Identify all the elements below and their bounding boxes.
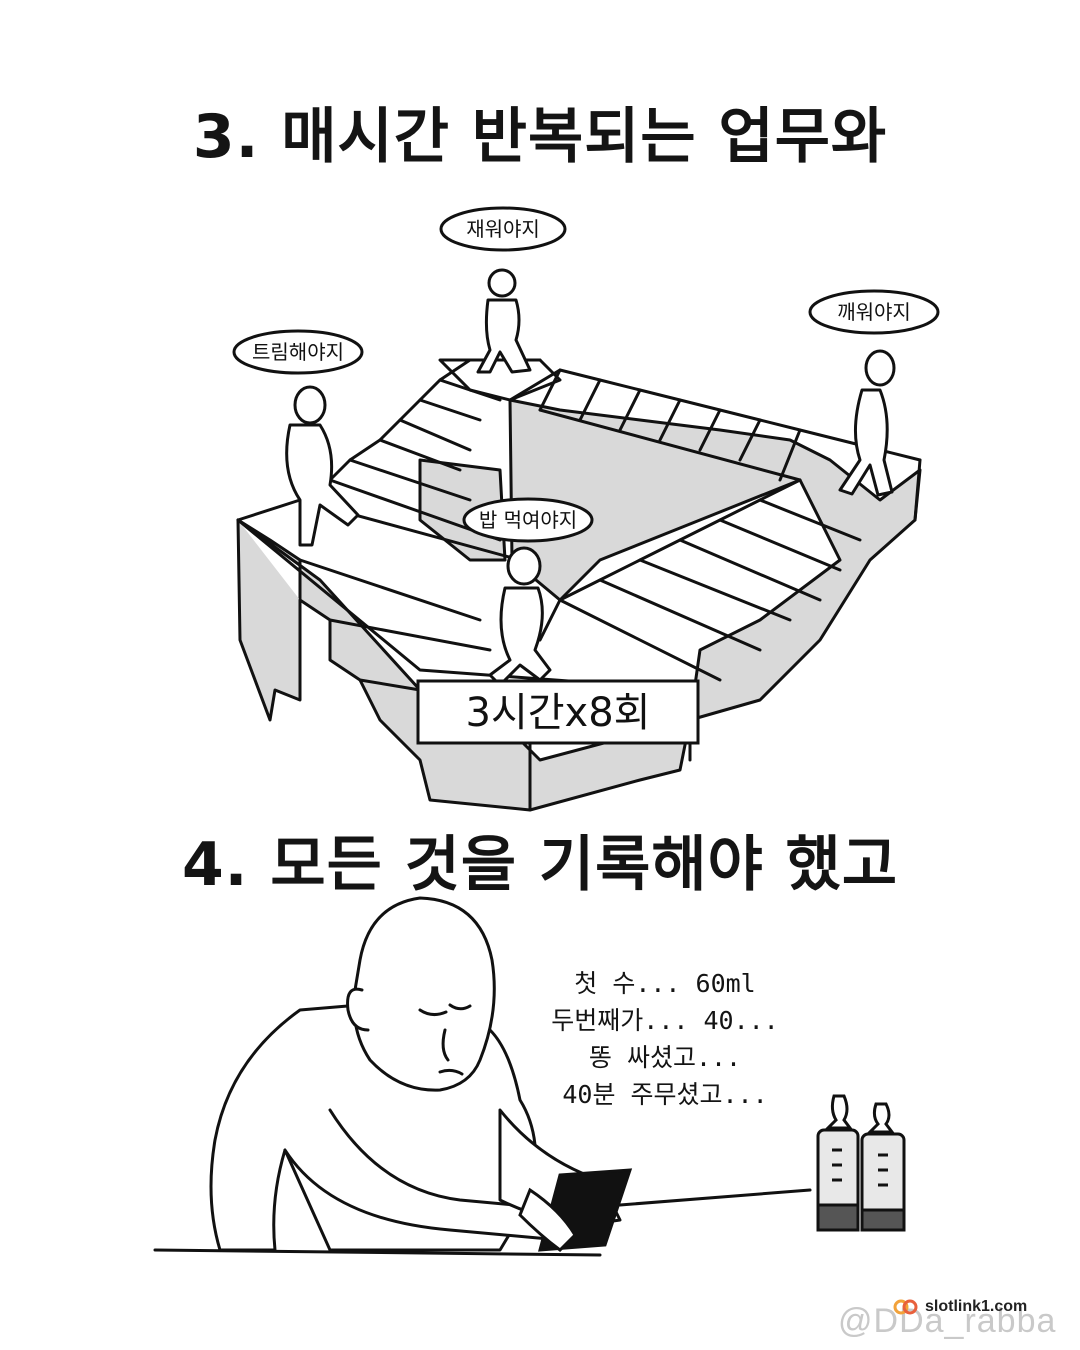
bubble-left [232, 329, 364, 375]
parent-logging-illustration [153, 896, 906, 1257]
bubble-center-text: 밥 먹여야지 [479, 508, 577, 532]
log-line-3: 똥 싸셨고... [588, 1043, 742, 1072]
walking-figures [285, 268, 896, 687]
site-link-label: slotlink1.com [925, 1298, 1028, 1315]
parent-mumbling-text: 첫 수... 60ml 두번째가... 40... 똥 싸셨고... 40분 주… [520, 965, 810, 1113]
author-watermark: @DDa_rabba [838, 1302, 1057, 1340]
baby-bottles [816, 1094, 906, 1232]
bubble-top-text: 재워야지 [466, 217, 540, 241]
log-line-4: 40분 주무셨고... [562, 1080, 768, 1109]
bubble-right-text: 깨워야지 [837, 300, 911, 324]
log-line-2: 두번째가... 40... [551, 1006, 779, 1035]
bubble-left-text: 트림해야지 [252, 340, 344, 364]
bubble-right [808, 289, 940, 335]
site-logo-icon [893, 1298, 919, 1316]
panel2-heading: 4. 모든 것을 기록해야 했고 [181, 830, 899, 900]
bubble-center [462, 497, 594, 543]
panel1-heading: 3. 매시간 반복되는 업무와 [192, 102, 888, 172]
site-link[interactable]: slotlink1.com [893, 1298, 1027, 1316]
endless-staircase-illustration: 재워야지 트림해야지 깨워야지 밥 먹여야지 3시간x8회 [232, 206, 940, 812]
cycle-sign-text: 3시간x8회 [466, 690, 651, 736]
bubble-top [439, 206, 567, 252]
log-line-1: 첫 수... 60ml [574, 969, 756, 998]
cycle-sign [416, 679, 700, 745]
